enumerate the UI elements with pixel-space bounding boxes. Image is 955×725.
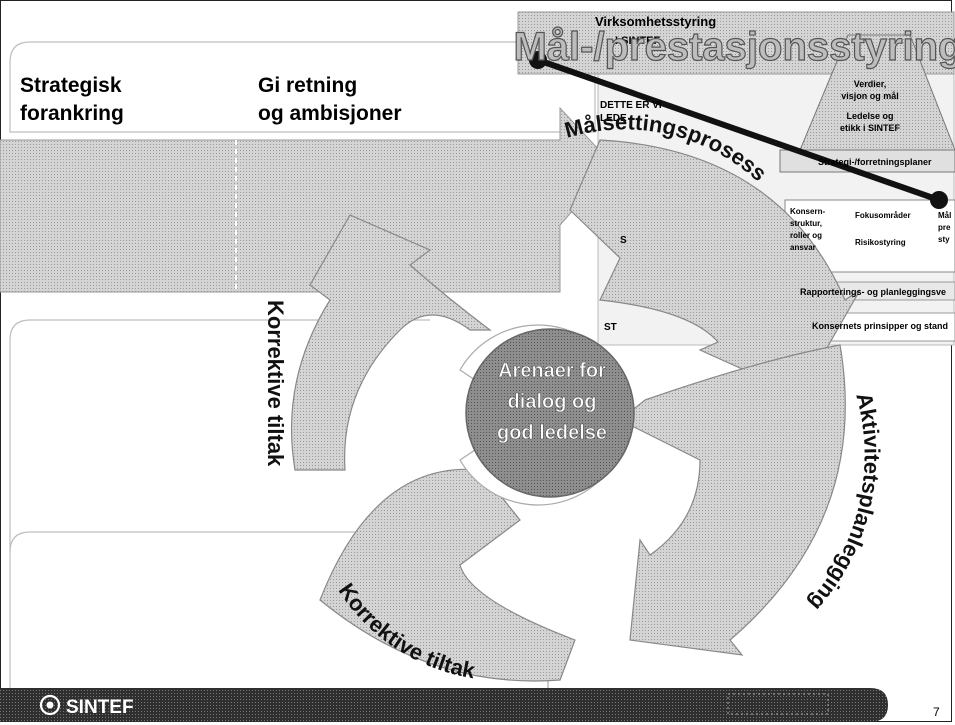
arrow-bottom-left [319,468,576,682]
bg-side-letter-2: ST [604,322,617,333]
header-band [0,106,614,293]
bg-row-cell-3: Risikostyring [855,238,906,247]
center-text-1: Arenaer for [498,360,606,382]
bg-row-cell-1d: ansvar [790,243,816,252]
bg-row-cell-1b: struktur, [790,219,822,228]
bg-left-label-1: DETTE ER VI [600,100,662,111]
bg-row-cell-4a: Mål [938,211,951,220]
header-col2-line1: Gi retning [258,74,357,97]
header-col1-line1: Strategisk [20,74,122,97]
pyramid-text-4: etikk i SINTEF [840,123,901,133]
center-text-2: dialog og [508,391,597,413]
bg-row-cell-1c: roller og [790,231,822,240]
bg-left-label-2: LEDE [600,113,627,124]
pyramid-text-2: visjon og mål [841,91,899,101]
arrow-label-korrektive-left: Korrektive tiltak [263,300,288,467]
footer-logo-text: SINTEF [66,697,134,718]
bg-side-letter-1: S [620,235,627,246]
bg-title-top: Virksomhetsstyring [595,14,716,29]
arrow-bottom-right [618,344,846,656]
connector-line [529,51,948,209]
bg-bottom-bar-2: Konsernets prinsipper og stand [812,321,948,331]
pyramid-text-3: Ledelse og [846,111,893,121]
bg-row-cell-4c: sty [938,235,950,244]
cycle-arrows [290,139,861,682]
arrow-top-left [290,214,492,471]
slide-title: Mål-/prestasjonsstyring [513,25,955,69]
bg-strategy-bar: Strategi-/forretningsplaner [818,157,932,167]
header-col2-line2: og ambisjoner [258,102,402,125]
bg-title-sub: I SINTEF [615,35,661,47]
bg-bottom-bar-1: Rapporterings- og planleggingsve [800,287,946,297]
bg-row-cell-2: Fokusområder [855,211,911,220]
center-text-3: god ledelse [497,422,607,444]
left-panels [9,41,596,722]
page-number: 7 [933,705,940,719]
pyramid-text-1: Verdier, [854,79,887,89]
header-col1-line2: forankring [20,102,124,125]
arrow-top-right [569,139,861,396]
sintef-logo-icon [39,694,61,716]
bg-row-cell-1a: Konsern- [790,207,825,216]
center-circle [465,328,635,498]
footer [0,688,888,722]
bg-row-cell-4b: pre [938,223,951,232]
